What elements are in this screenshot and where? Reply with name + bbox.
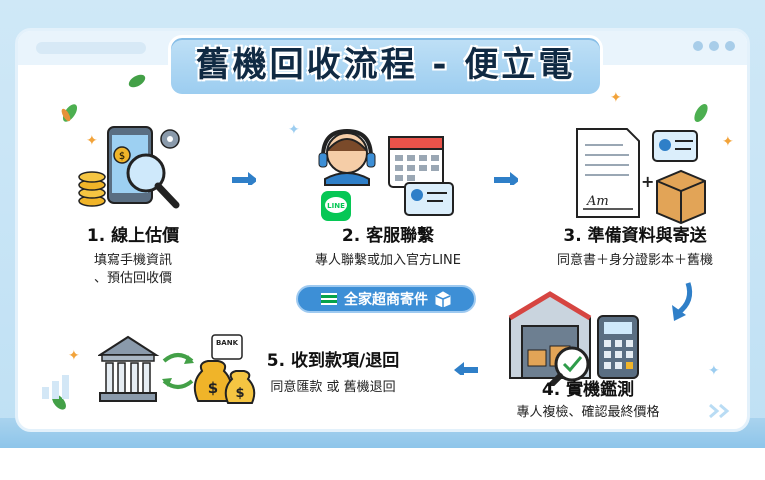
leaf-icon [694, 103, 708, 123]
svg-text:$: $ [119, 151, 125, 162]
sparkle-icon: ✦ [68, 348, 80, 364]
sparkle-icon: ✦ [708, 363, 720, 379]
step-2: 2. 客服聯繫 專人聯繫或加入官方LINE [283, 221, 493, 270]
arrow-left-icon [454, 362, 478, 375]
customer-service-icon: LINE [318, 128, 454, 221]
family-mart-shipping-badge: 全家超商寄件 [296, 285, 476, 313]
package-icon [435, 291, 451, 307]
step-1: 1. 線上估價 填寫手機資訊 、預估回收價 [48, 221, 218, 288]
badge-label: 全家超商寄件 [344, 292, 428, 308]
leaf-icon [128, 74, 146, 88]
phone-magnifier-icon: $ ✦ [78, 126, 180, 209]
step-1-heading: 1. 線上估價 [86, 226, 180, 246]
title-banner [168, 35, 603, 97]
step-3-desc-line-1: 同意書＋身分證影本＋舊機 [556, 253, 713, 268]
leaf-icon [61, 104, 78, 122]
svg-text:+: + [641, 172, 654, 191]
process-card: 舊機回收流程 - 便立電 ✦ ✦ ✦ ✦ ✦ $ ✦ LINE [15, 28, 750, 432]
step-5-heading: 5. 收到款項/退回 [266, 351, 400, 371]
sparkle-icon: ✦ [610, 90, 622, 106]
step-4-desc-line-1: 專人複檢、確認最終價格 [516, 405, 660, 420]
page-title: 舊機回收流程 - 便立電 [195, 45, 576, 85]
warehouse-inspection-icon [508, 291, 639, 386]
documents-box-icon: Am + [576, 128, 706, 225]
step-1-desc-line-2: 、預估回收價 [93, 271, 172, 286]
svg-text:LINE: LINE [327, 202, 345, 210]
chevrons-icon [709, 403, 730, 419]
arrow-down-curve-icon [672, 282, 693, 321]
window-dots [693, 41, 735, 51]
address-pill [36, 42, 146, 54]
sparkle-icon: ✦ [288, 122, 300, 138]
step-5-desc-line-1: 同意匯款 或 舊機退回 [270, 380, 396, 395]
svg-text:Am: Am [586, 194, 609, 209]
svg-text:BANK: BANK [216, 339, 239, 347]
step-4-heading: 4. 實機鑑測 [541, 380, 635, 400]
sparkle-icon: ✦ [722, 134, 734, 150]
store-icon [321, 293, 337, 305]
step-3-heading: 3. 準備資料與寄送 [563, 226, 707, 246]
arrow-right-icon [494, 172, 518, 185]
step-4: 4. 實機鑑測 專人複檢、確認最終價格 [488, 375, 688, 422]
chart-deco-icon [42, 375, 69, 399]
step-1-desc-line-1: 填寫手機資訊 [93, 253, 172, 268]
step-2-desc-line-1: 專人聯繫或加入官方LINE [314, 253, 461, 268]
svg-text:✦: ✦ [86, 133, 98, 149]
step-3: 3. 準備資料與寄送 同意書＋身分證影本＋舊機 [530, 221, 740, 270]
step-2-heading: 2. 客服聯繫 [341, 226, 435, 246]
arrow-right-icon [232, 172, 256, 185]
svg-text:$: $ [235, 386, 244, 401]
step-5: 5. 收到款項/退回 同意匯款 或 舊機退回 [238, 346, 428, 397]
bank-payment-icon: BANK $ $ [98, 334, 256, 404]
svg-text:$: $ [208, 379, 218, 397]
